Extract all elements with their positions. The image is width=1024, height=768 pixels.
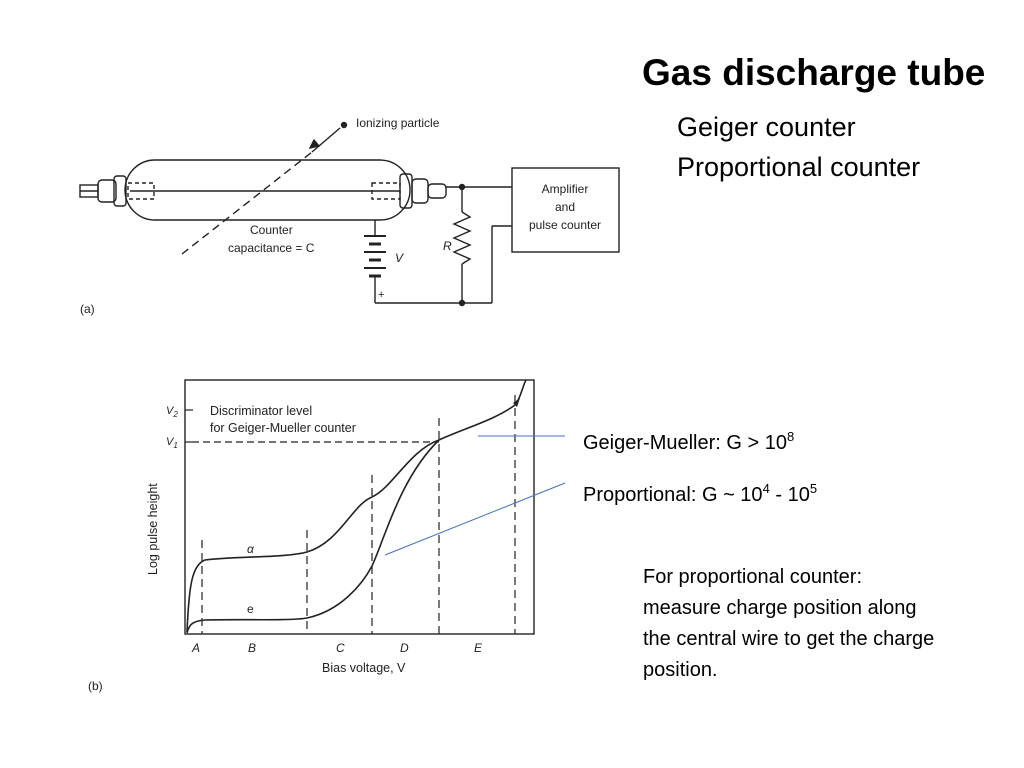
plot-frame [184,379,535,635]
left-terminal [79,184,99,198]
explanation-line-3: the central wire to get the charge [643,628,935,650]
subtitle-geiger: Geiger counter [677,112,856,142]
panel-label-a: (a) [80,302,95,316]
region-label-e: E [474,641,483,655]
region-label-b: B [248,641,256,655]
subtitle-proportional: Proportional counter [677,152,921,182]
circuit-diagram [79,121,620,307]
resistor-symbol [452,211,472,265]
y-axis-label: Log pulse height [146,483,160,575]
proportional-explanation: For proportional counter: measure charge… [643,562,1003,686]
alpha-label: α [247,542,255,556]
voltage-label: V [395,251,404,265]
region-label-d: D [400,641,409,655]
curve-arrow [513,398,520,407]
region-label-c: C [336,641,345,655]
geiger-gain-note: Geiger-Mueller: G > 108 [583,429,795,454]
x-axis-label: Bias voltage, V [322,661,406,675]
right-terminal [427,183,447,199]
counter-label: Counter [250,223,293,237]
particle-arrowhead [308,138,321,150]
counter-tube [124,159,411,221]
electron-label: e [247,602,254,616]
v1-label: V1 [166,436,178,450]
region-label-a: A [191,641,200,655]
amplifier-label-1: Amplifier [542,182,589,196]
ionizing-particle-label: Ionizing particle [356,116,440,130]
electron-curve [186,439,440,634]
left-insulator [113,175,127,207]
right-end-cap [411,178,429,204]
v2-label: V2 [166,405,178,419]
proportional-leader-line [384,482,566,556]
discriminator-label-1: Discriminator level [210,404,312,418]
pulse-height-plot [184,379,535,635]
resistor-label: R [443,239,452,253]
explanation-line-1: For proportional counter: [643,566,863,588]
amplifier-box [511,167,620,253]
plus-label: + [378,289,384,301]
explanation-line-4: position. [643,659,718,681]
particle-track [181,151,313,255]
slide-title: Gas discharge tube [642,52,986,93]
particle-dot [340,121,348,129]
amplifier-label-2: and [555,200,575,214]
capacitance-label: capacitance = C [228,241,315,255]
discriminator-label-2: for Geiger-Mueller counter [210,421,356,435]
alpha-curve [186,379,527,633]
proportional-gain-note: Proportional: G ~ 104 - 105 [583,481,818,506]
explanation-line-2: measure charge position along [643,597,917,619]
amplifier-label-3: pulse counter [529,218,601,232]
panel-label-b: (b) [88,679,103,693]
